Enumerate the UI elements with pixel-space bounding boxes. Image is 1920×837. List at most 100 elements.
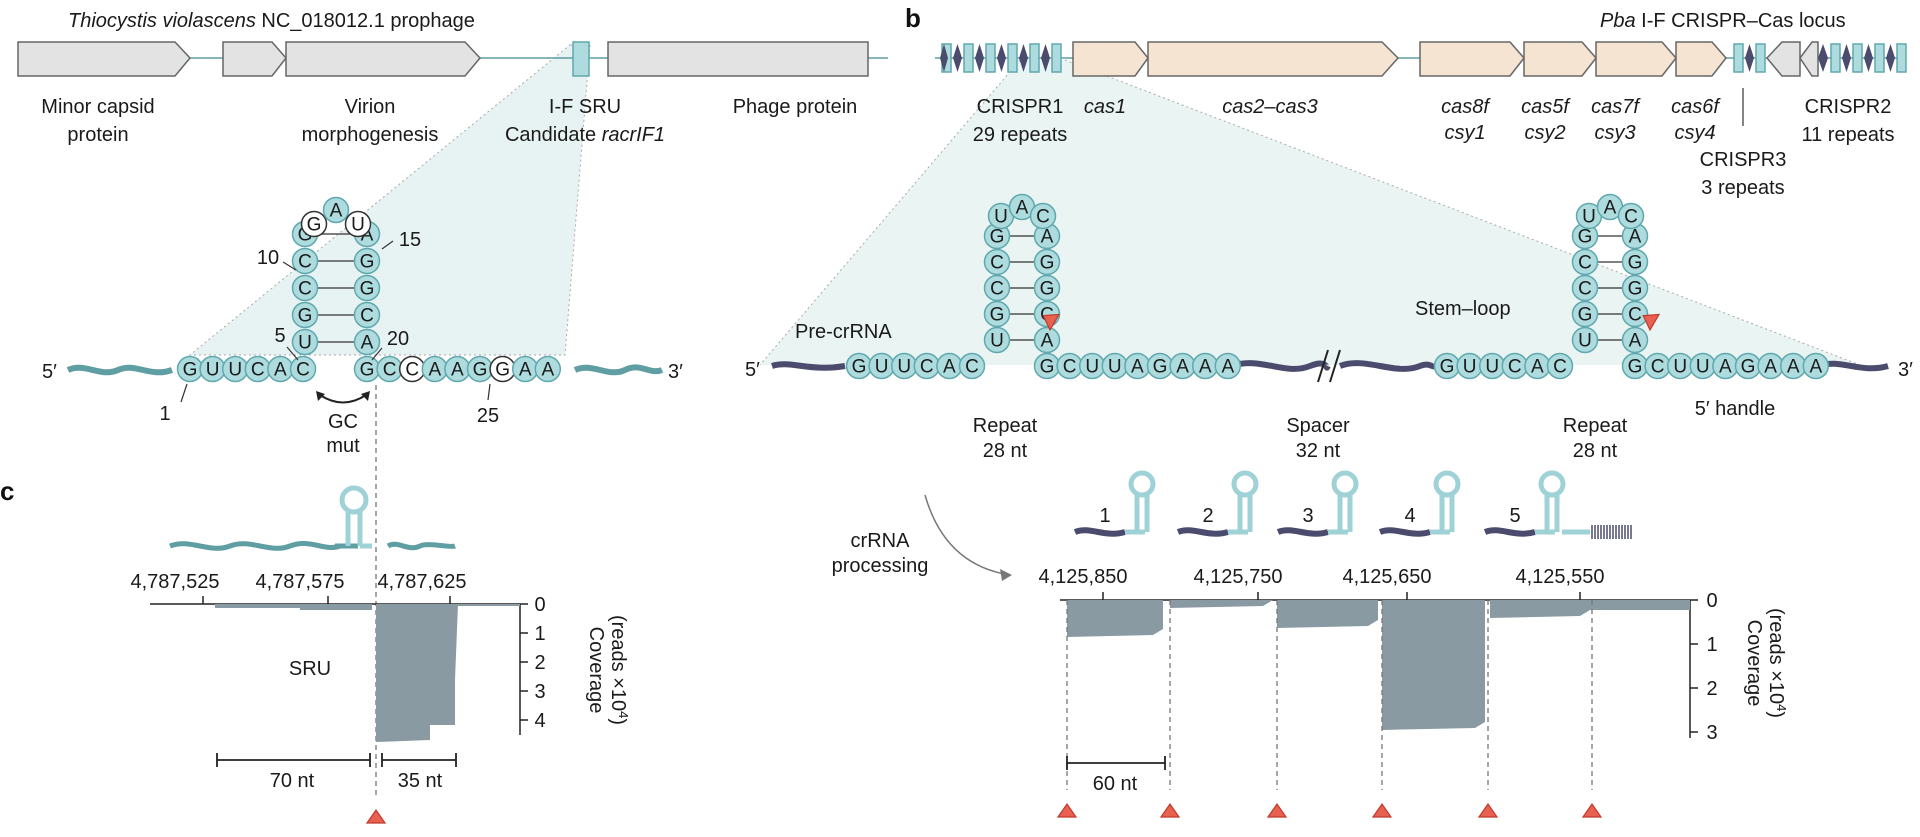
right-tick-label-4: 4,125,550 xyxy=(1516,566,1605,588)
svg-text:U: U xyxy=(298,333,312,354)
scale-70nt: 70 nt xyxy=(270,770,315,792)
pre-crrna-label: Pre-crRNA xyxy=(795,321,892,343)
svg-text:5: 5 xyxy=(1509,505,1520,527)
left-coverage-title-2: (reads ×104) xyxy=(607,615,631,725)
svg-text:G: G xyxy=(495,360,510,381)
r1-5p-1: G xyxy=(845,352,873,380)
svg-text:U: U xyxy=(1463,357,1477,378)
svg-text:A: A xyxy=(1041,331,1054,352)
label-crispr3-1: CRISPR3 xyxy=(1700,149,1787,171)
label-cas2-cas3: cas2–cas3 xyxy=(1222,96,1318,118)
r2-5p-3: U xyxy=(1478,352,1506,380)
svg-text:U: U xyxy=(1696,357,1710,378)
label-cas1: cas1 xyxy=(1084,96,1126,118)
crispr1-spacer-1 xyxy=(953,44,962,72)
right-tick-label-2: 4,125,750 xyxy=(1194,566,1283,588)
handle-label: 5′ handle xyxy=(1695,398,1776,420)
r1-stemL-5: G xyxy=(983,222,1011,250)
crispr3-repeat-1 xyxy=(1733,43,1744,73)
label-crispr1-1: CRISPR1 xyxy=(977,96,1064,118)
repeat-2-label: Repeat xyxy=(1563,415,1628,437)
svg-text:A: A xyxy=(428,360,441,381)
spacer-label: Spacer xyxy=(1286,415,1350,437)
svg-text:U: U xyxy=(1085,357,1099,378)
svg-text:G: G xyxy=(1628,357,1643,378)
crispr2-repeat-1 xyxy=(1830,43,1841,73)
sru-stem-left-1: U xyxy=(291,328,319,356)
label-crispr1-2: 29 repeats xyxy=(973,124,1068,146)
zoom-line-right xyxy=(1064,59,1861,366)
r1-3p-4: U xyxy=(1101,352,1129,380)
r1-stemL-1: U xyxy=(983,326,1011,354)
left-y-tick-0: 0 xyxy=(534,594,545,616)
left-tick-label-2: 4,787,575 xyxy=(256,571,345,593)
svg-text:C: C xyxy=(1624,207,1638,228)
svg-text:U: U xyxy=(228,360,242,381)
r1-5p-4: C xyxy=(913,352,941,380)
r1-3p-5: A xyxy=(1124,352,1151,380)
svg-text:G: G xyxy=(990,227,1005,248)
r1-loop-3: C xyxy=(1029,202,1057,230)
crrna-2: 2 xyxy=(1176,470,1259,537)
svg-text:A: A xyxy=(1199,357,1212,378)
r2-stemR-3: G xyxy=(1621,274,1649,302)
sru-num-5: 5 xyxy=(274,325,285,347)
r1-5p-2: U xyxy=(868,352,895,380)
gene-virion-2 xyxy=(285,41,482,77)
r1-3p-9: A xyxy=(1214,352,1242,380)
svg-text:C: C xyxy=(965,357,979,378)
svg-text:3: 3 xyxy=(1302,505,1313,527)
sru-stem-left-4: C xyxy=(291,247,319,275)
sru-transcript-icon xyxy=(169,485,456,551)
sru-stem-right-1: A xyxy=(353,328,381,356)
svg-text:C: C xyxy=(1628,305,1642,326)
r2-3p-1: G xyxy=(1621,352,1649,380)
sru-num-25: 25 xyxy=(477,405,499,427)
pre-crrna-nucleotides: GUUCACUAGCCGCGGAUACGCUUAGAAAGUUCACUAGCCG… xyxy=(845,193,1830,380)
processing-label-1: crRNA xyxy=(851,530,911,552)
label-csy3: csy3 xyxy=(1594,122,1635,144)
svg-text:C: C xyxy=(360,306,374,327)
gene-cas5f xyxy=(1523,41,1597,77)
tick-15 xyxy=(381,240,394,250)
crispr1-leader xyxy=(940,44,948,72)
right-tick-label-3: 4,125,650 xyxy=(1343,566,1432,588)
break-mark-2 xyxy=(1329,349,1341,383)
svg-text:A: A xyxy=(1604,198,1617,219)
sru-3p-nt-9: A xyxy=(534,355,562,383)
cleavage-marker-4 xyxy=(1372,803,1392,818)
r2-5p-5: A xyxy=(1524,352,1551,380)
left-coverage-plot xyxy=(215,604,520,742)
gene-reverse-2 xyxy=(1799,41,1819,77)
panel-c-letter: c xyxy=(0,476,14,506)
r2-loop-3: C xyxy=(1617,202,1645,230)
sru-stem-left-3: C xyxy=(291,274,319,302)
right-coverage-title-1: Coverage xyxy=(1743,620,1765,707)
right-y-tick-0: 0 xyxy=(1706,590,1717,612)
scale-60nt-bar xyxy=(1066,756,1166,770)
tick-1 xyxy=(180,383,188,403)
sru-right-wave xyxy=(573,364,664,376)
svg-text:U: U xyxy=(875,357,889,378)
label-csy1: csy1 xyxy=(1444,122,1485,144)
svg-text:G: G xyxy=(360,252,375,273)
cleavage-marker-5 xyxy=(1478,803,1498,818)
svg-text:C: C xyxy=(1036,207,1050,228)
sru-3p-nt-5: A xyxy=(444,355,471,383)
right-y-tick-3: 3 xyxy=(1706,722,1717,744)
label-minor-capsid-2: protein xyxy=(67,124,128,146)
tick-20 xyxy=(371,347,383,361)
repeat-1-nt: 28 nt xyxy=(983,440,1028,462)
right-coverage-crrna-2 xyxy=(1170,600,1273,608)
label-phage-protein: Phage protein xyxy=(733,96,858,118)
pre-five-prime: 5′ xyxy=(745,359,760,381)
pre-crrna-base-pairs xyxy=(1009,235,1623,341)
crispr1-repeat-4 xyxy=(1007,43,1018,73)
sru-3p-nt-7: G xyxy=(489,355,516,383)
r2-stemL-2: G xyxy=(1571,300,1599,328)
svg-text:4: 4 xyxy=(1404,505,1415,527)
svg-text:G: G xyxy=(1628,279,1643,300)
left-coverage-title-1: Coverage xyxy=(585,627,607,714)
r1-3p-6: G xyxy=(1146,352,1174,380)
